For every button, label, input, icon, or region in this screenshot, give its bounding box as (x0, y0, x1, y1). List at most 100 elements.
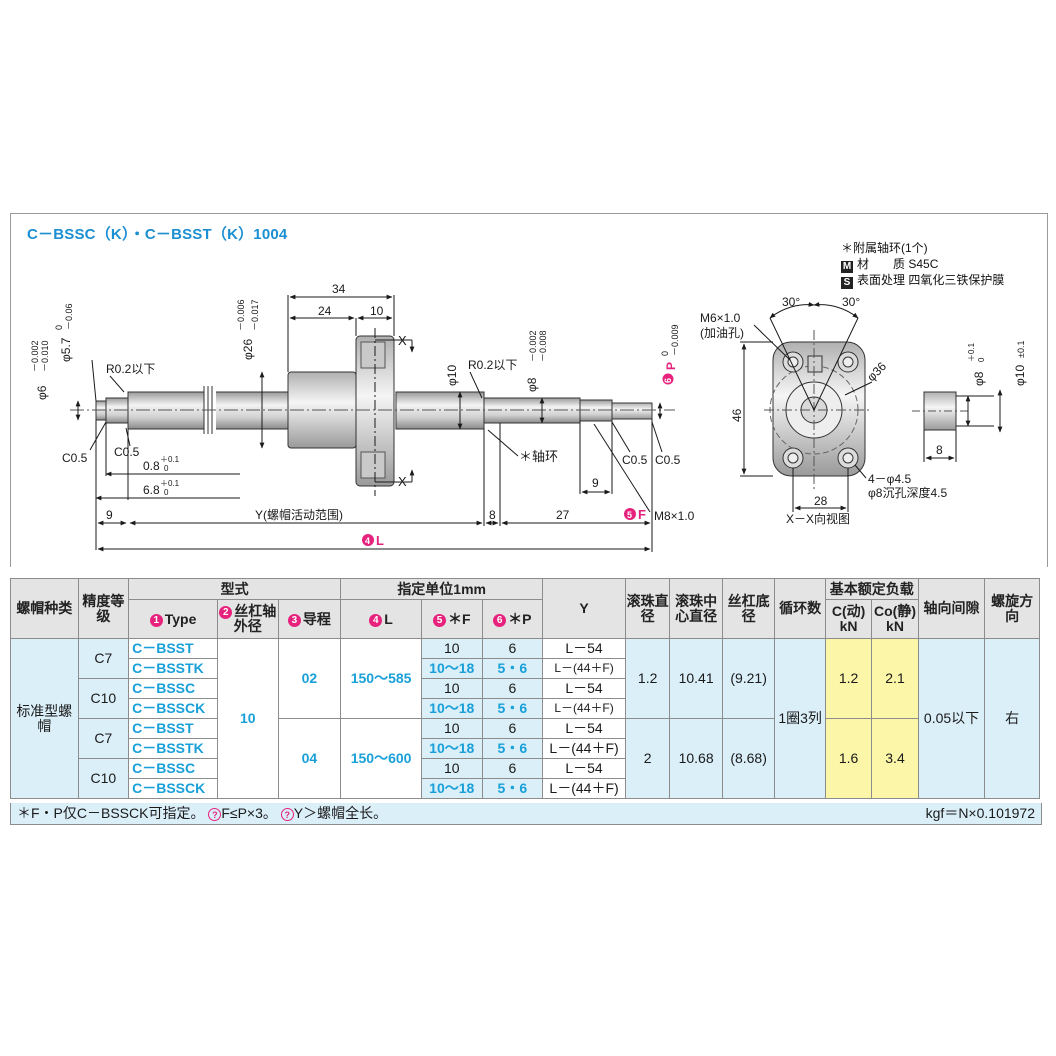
header-f: 5＊F (420, 599, 483, 639)
footer-note-f: F≤P×3。 (221, 805, 277, 821)
collar-phi10-label: φ10 (1013, 365, 1027, 386)
type-cell: C－BSSCK (128, 778, 218, 799)
header-co-static: Co(静)kN (871, 599, 919, 639)
diameter-dimension-lines (75, 359, 663, 449)
r02-right: R0.2以下 (468, 358, 517, 372)
p-marker-circle (662, 373, 674, 385)
header-l-label: L (384, 610, 393, 627)
phi10-label: φ10 (445, 365, 459, 386)
header-unit: 指定单位1mm (340, 578, 544, 600)
r02-left: R0.2以下 (106, 362, 155, 376)
f-label: F (638, 507, 646, 522)
dim-34: 34 (332, 282, 346, 296)
phi8-label: φ8 (525, 377, 539, 392)
grade-cell: C7 (77, 638, 130, 679)
l-marker: 4 (369, 613, 383, 627)
dim-0-8: 0.8 (143, 459, 160, 473)
collar-phi8-tol-upper: ＋0.1 (967, 342, 976, 362)
bottom-dimension-lines (97, 520, 651, 552)
c-dynamic-cell: 1.2 (824, 638, 873, 719)
collar-phi8-tol-lower: 0 (977, 357, 986, 362)
y-cell: L－54 (542, 678, 626, 699)
surface-label: 表面处理 (857, 272, 906, 287)
section-line-xx (374, 328, 415, 496)
x-top-label: X (398, 333, 407, 348)
p-cell: 6 (481, 718, 544, 739)
m8-label: M8×1.0 (654, 509, 695, 523)
grade-cell: C10 (77, 758, 130, 799)
header-axial: 轴向间隙 (917, 578, 986, 639)
header-co-label: Co(静) (874, 603, 916, 619)
dim-27: 27 (556, 508, 570, 522)
type-marker: 1 (149, 613, 163, 627)
header-y: Y (542, 578, 626, 639)
phi26-tol-lower: －0.017 (250, 299, 260, 331)
phi57-tol-upper: 0 (54, 325, 64, 330)
type-cell: C－BSSTK (128, 658, 218, 679)
y-cell: L－54 (542, 758, 626, 779)
root-dia-cell: (9.21) (721, 638, 776, 719)
f-marker: 5 (627, 510, 632, 520)
co-static-cell: 2.1 (871, 638, 919, 719)
collar-callout: ＊轴环 (519, 449, 558, 464)
x-x-flange-view (764, 330, 870, 490)
phi57-label: φ5.7 (59, 337, 73, 362)
dim-6-8: 6.8 (143, 483, 160, 497)
dim-8: 8 (489, 508, 496, 522)
p-cell: 6 (481, 758, 544, 779)
type-cell: C－BSST (128, 718, 218, 739)
lead-cell: 04 (277, 718, 342, 799)
unit-conversion: kgf＝N×0.101972 (925, 805, 1035, 821)
p-cell: 5・6 (481, 738, 544, 759)
x-x-view-dimension-lines (740, 302, 873, 512)
drawing-frame (10, 213, 1048, 567)
header-grade: 精度等级 (77, 578, 130, 639)
right-dimension-lines (483, 419, 653, 552)
f-cell: 10～18 (420, 658, 483, 679)
ball-nut (287, 335, 395, 487)
m6-label: M6×1.0 (700, 311, 741, 325)
ball-dia-cell: 2 (624, 718, 671, 799)
dim-46: 46 (730, 408, 744, 422)
deg30-right: 30° (842, 295, 860, 309)
header-model: 型式 (128, 578, 342, 600)
y-cell: L－(44＋F) (542, 698, 626, 719)
table-row: C10 C－BSSC 10 6 L－54 (11, 678, 1040, 719)
f-cell: 10 (420, 678, 483, 699)
y-cell: L－(44＋F) (542, 738, 626, 759)
header-root-dia: 丝杠底径 (721, 578, 776, 639)
header-c-dynamic: C(动)kN (824, 599, 873, 639)
ball-dia-cell: 1.2 (624, 638, 671, 719)
groove-dimension-lines (95, 420, 240, 550)
p-marker: 6 (663, 378, 673, 383)
table-footer: ＊F・P仅C－BSSCK可指定。 ?F≤P×3。 ?Y＞螺帽全长。 kgf＝N×… (10, 803, 1042, 825)
p-tol-lower: －0.009 (670, 324, 680, 356)
co-static-cell: 3.4 (871, 718, 919, 799)
collar-part (912, 391, 968, 431)
pcd-cell: 10.68 (669, 718, 723, 799)
p-tol-upper: 0 (660, 351, 670, 356)
header-p-label: ＊P (508, 610, 532, 627)
table-row: C7 C－BSST 04 150～600 10 6 L－54 2 10.68 (… (11, 718, 1040, 799)
circuits-cell: 1圈3列 (774, 638, 826, 799)
x-x-view-label: X－X向视图 (786, 511, 850, 526)
y-cell: L－54 (542, 638, 626, 659)
lead-cell: 02 (277, 638, 342, 719)
grade-cell: C10 (77, 678, 130, 719)
type-cell: C－BSST (128, 638, 218, 659)
material-label: 材 质 (857, 256, 906, 271)
dim-6-8-tol-upper: ＋0.1 (160, 479, 180, 488)
header-type-label: Type (164, 610, 197, 627)
y-cell: L－54 (542, 718, 626, 739)
c05-b: C0.5 (114, 445, 140, 459)
header-lead-label: 导程 (302, 610, 331, 627)
dim-28: 28 (814, 494, 828, 508)
c-dynamic-cell: 1.6 (824, 718, 873, 799)
phi26-tol-upper: －0.006 (236, 299, 246, 331)
f-cell: 10～18 (420, 738, 483, 759)
